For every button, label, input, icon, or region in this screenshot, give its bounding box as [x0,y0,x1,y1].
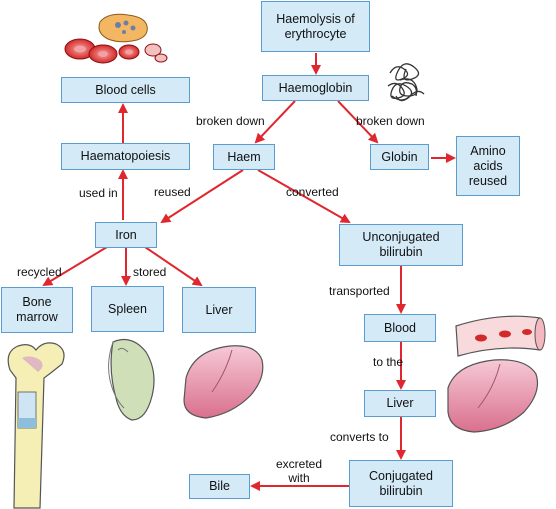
label-excreted-with: excreted with [276,457,323,485]
label-stored: stored [133,265,167,279]
label-converted: converted [286,185,339,199]
label-transported: transported [329,284,390,298]
liver-organ-icon [447,359,539,433]
bone-icon [7,342,65,509]
arrow-iron-to-liver-left [144,246,203,287]
spleen-organ-icon [108,339,155,421]
blood-vessel-icon [455,315,546,357]
globin-box: Globin [370,144,429,170]
spleen-box: Spleen [91,286,164,332]
blood-cells-box: Blood cells [61,77,190,103]
label-to-the: to the [373,355,404,369]
haemoglobin-box: Haemoglobin [262,75,369,101]
label-converts-to: converts to [330,430,389,444]
liver-box-left: Liver [182,287,256,333]
bone-marrow-box: Bone marrow [1,287,73,333]
bile-box: Bile [189,474,250,499]
haematopoiesis-box: Haematopoiesis [61,143,190,170]
amino-acids-box: Amino acids reused [456,136,520,196]
conjugated-bilirubin-box: Conjugated bilirubin [349,460,453,507]
unconjugated-bilirubin-box: Unconjugated bilirubin [339,224,463,266]
liver-box-right: Liver [364,390,436,417]
arrow-haemoglobin-to-globin [337,100,379,144]
globin-protein-icon [387,63,425,102]
arrow-haem-to-unconjugated [257,169,351,223]
label-recycled: recycled [17,265,62,279]
blood-box: Blood [364,314,436,342]
label-reused: reused [154,185,191,199]
label-broken-down-left: broken down [196,114,265,128]
arrow-haemoglobin-to-haem [254,100,296,144]
liver-organ-icon [183,345,264,419]
label-used-in: used in [79,186,118,200]
arrows [42,53,456,491]
arrow-haem-to-iron [160,169,244,224]
iron-box: Iron [95,222,157,248]
arrow-iron-to-bone-marrow [42,246,108,287]
haemolysis-box: Haemolysis of erythrocyte [261,1,370,52]
label-broken-down-right: broken down [356,114,425,128]
red-blood-cells-icon [64,13,168,64]
haem-box: Haem [213,144,275,170]
